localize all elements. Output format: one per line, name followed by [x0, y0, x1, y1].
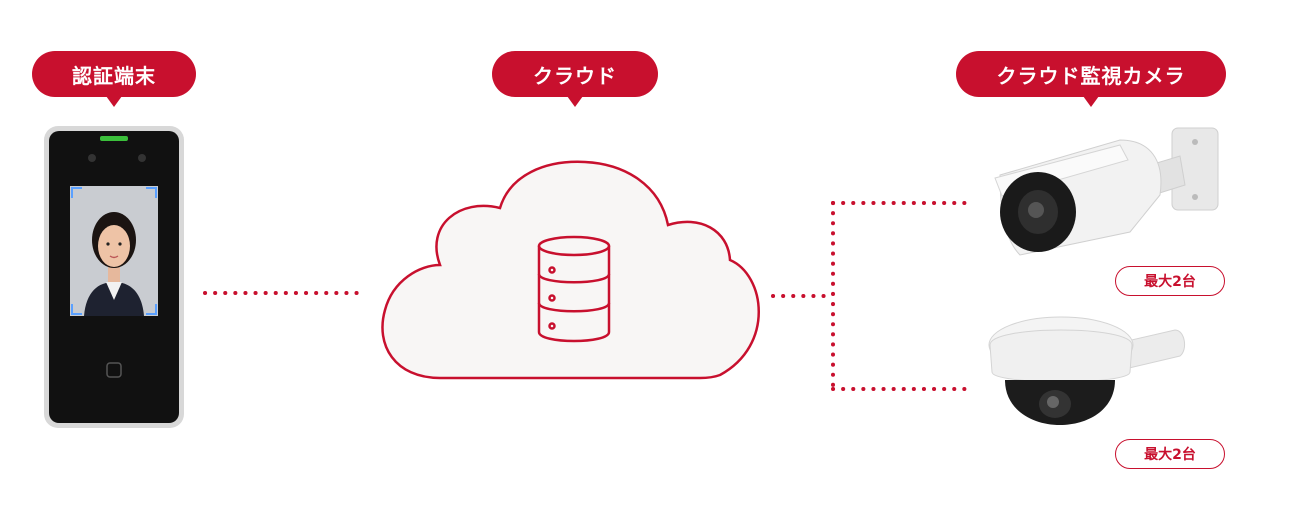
bullet-camera-count-text: 最大2台	[1144, 274, 1196, 290]
label-auth-device-text: 認証端末	[72, 63, 156, 88]
connector-lines	[203, 201, 974, 391]
dome-camera-count-text: 最大2台	[1144, 447, 1196, 463]
label-cloud: クラウド	[492, 51, 658, 107]
dome-camera-count-badge: 最大2台	[1115, 439, 1225, 469]
label-auth-device: 認証端末	[32, 51, 196, 107]
database-icon	[537, 235, 611, 343]
bullet-camera	[994, 127, 1219, 256]
bullet-camera-count-badge: 最大2台	[1115, 266, 1225, 296]
cloud-shape	[381, 160, 760, 380]
face-auth-device	[44, 126, 184, 428]
dome-camera	[988, 316, 1186, 425]
label-cloud-camera: クラウド監視カメラ	[956, 51, 1226, 107]
label-cloud-text: クラウド	[533, 63, 617, 88]
label-cloud-camera-text: クラウド監視カメラ	[996, 63, 1186, 88]
